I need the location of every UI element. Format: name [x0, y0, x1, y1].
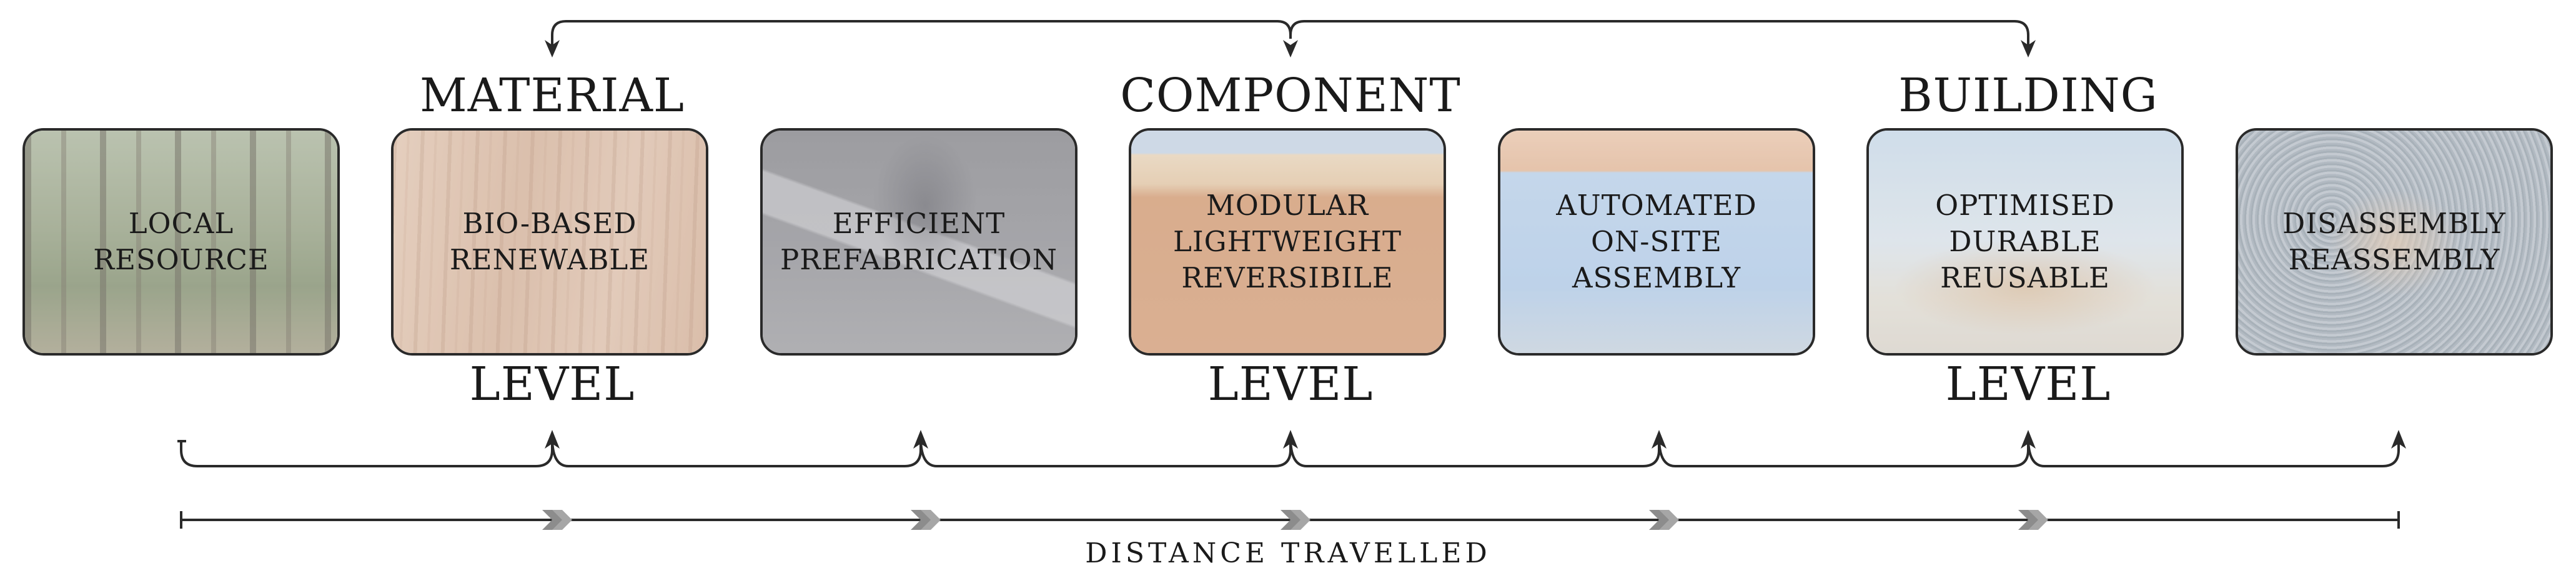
- card-line: REVERSIBILE: [1181, 261, 1394, 294]
- component-level-subtitle: LEVEL: [1207, 357, 1374, 411]
- card-line: BIO-BASED: [462, 207, 637, 240]
- distance-axis-label: DISTANCE TRAVELLED: [1085, 537, 1491, 569]
- card-veil: [763, 131, 1075, 353]
- axis-chevron-4b: [1659, 510, 1679, 530]
- axis-chevron-3b: [1290, 510, 1310, 530]
- flow-arrow-5: [2021, 430, 2036, 449]
- building-level-title: BUILDING: [1898, 69, 2158, 122]
- card-line: REASSEMBLY: [2288, 243, 2500, 276]
- flow-arrow-4: [1652, 430, 1667, 449]
- axis-chevrons: [542, 510, 2048, 530]
- building-level-subtitle: LEVEL: [1945, 357, 2111, 411]
- card-line: RENEWABLE: [449, 243, 650, 276]
- card-veil: [25, 131, 337, 353]
- flow-arrow-3: [1283, 430, 1298, 449]
- card-line: MODULAR: [1206, 189, 1369, 222]
- card-line: LOCAL: [128, 207, 234, 240]
- pavilion-image: [1869, 131, 2181, 353]
- material-level-title: MATERIAL: [419, 69, 685, 122]
- top-arrow-building: [2021, 40, 2036, 57]
- axis-chevron-1b: [552, 510, 572, 530]
- card-line: RESOURCE: [93, 243, 269, 276]
- card-line: DISASSEMBLY: [2282, 207, 2506, 240]
- card-line: ON-SITE ASSEMBLY: [1572, 225, 1741, 294]
- component-level-title: COMPONENT: [1120, 69, 1461, 122]
- top-arrow-component: [1283, 40, 1298, 57]
- card-veil: [1131, 131, 1444, 353]
- card-line: EFFICIENT: [832, 207, 1006, 240]
- card-line: REUSABLE: [1940, 261, 2110, 294]
- card-veil: [394, 131, 706, 353]
- crane-assembly-image: [1500, 131, 1813, 353]
- card-line: PREFABRICATION: [780, 243, 1058, 276]
- top-arrow-material: [545, 40, 560, 57]
- top-bracket-line: [551, 20, 1292, 51]
- forest-image: [25, 131, 337, 353]
- card-veil: [2238, 131, 2550, 353]
- axis-chevron-2b: [921, 510, 941, 530]
- robot-arm-image: [763, 131, 1075, 353]
- axis-chevron-5b: [2028, 510, 2048, 530]
- flow-arrow-6: [2391, 430, 2406, 449]
- card-line: DURABLE: [1949, 225, 2101, 258]
- card-line: OPTIMISED: [1935, 189, 2115, 222]
- card-line: AUTOMATED: [1556, 189, 1757, 222]
- card-line: LIGHTWEIGHT: [1173, 225, 1402, 258]
- timber-plate-image: [1131, 131, 1444, 353]
- wood-veneer-image: [394, 131, 706, 353]
- flow-arrow-1: [545, 430, 560, 449]
- card-veil: [1869, 131, 2181, 353]
- gravel-plate-image: [2238, 131, 2550, 353]
- flow-arrow-2: [913, 430, 928, 449]
- top-bracket-line-right: [1289, 20, 2029, 51]
- card-veil: [1500, 131, 1813, 353]
- material-level-subtitle: LEVEL: [469, 357, 635, 411]
